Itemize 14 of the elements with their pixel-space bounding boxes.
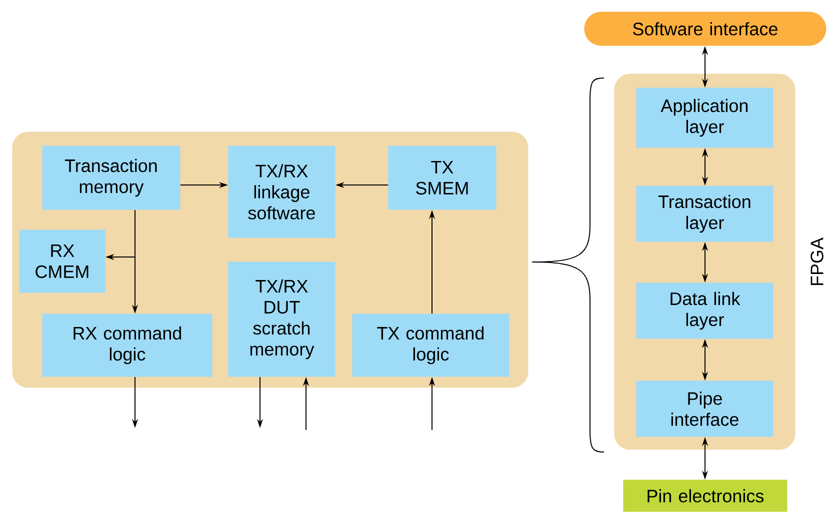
interface-box: Software interface [584, 12, 826, 46]
process-box: TX SMEM [388, 146, 496, 210]
layer-box: Transaction layer [636, 186, 774, 242]
layer-box: Application layer [636, 88, 774, 148]
process-box: RX command logic [42, 314, 212, 377]
process-box: TX/RX linkage software [228, 146, 336, 238]
process-box: TX command logic [352, 314, 510, 377]
process-box: TX/RX DUT scratch memory [228, 262, 336, 377]
layer-box: Pipe interface [636, 380, 774, 437]
process-box: RX CMEM [19, 230, 106, 293]
process-box: Transaction memory [42, 146, 180, 210]
layer-box: Data link layer [636, 282, 774, 339]
side-label: FPGA [810, 238, 824, 286]
interface-box: Pin electronics [623, 480, 788, 512]
